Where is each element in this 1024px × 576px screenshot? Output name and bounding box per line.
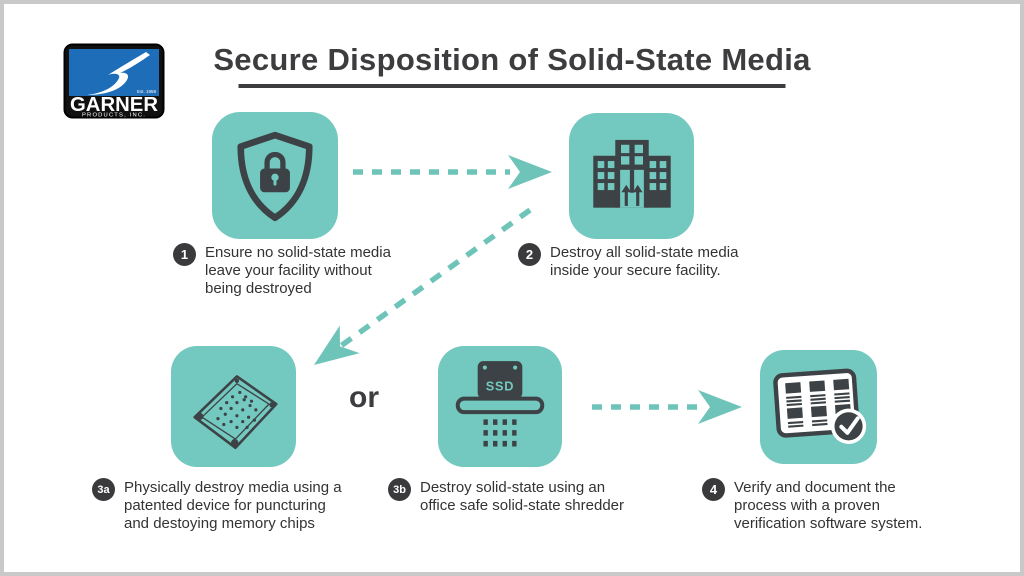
step3a-tile [171,346,296,467]
step1-text: Ensure no solid-state media leave your f… [205,244,391,297]
ssd-shredder-icon: SSD [455,360,545,451]
page-title: Secure Disposition of Solid-State Media [213,42,811,77]
garner-products-logo: Est. 1959 GARNER PRODUCTS, INC. [63,43,165,119]
punctured-circuit-board-icon [192,374,278,449]
entry-arrow-icon [620,184,631,206]
step4-text: Verify and document the process with a p… [734,479,923,532]
step4-caption: 4 Verify and document the process with a… [702,478,923,533]
logo-subtitle: PRODUCTS, INC. [82,113,146,119]
logo-established-text: Est. 1959 [137,89,157,94]
step1-number-badge: 1 [173,243,196,266]
entry-arrow-icon [632,184,643,206]
logo-swoosh [87,52,150,95]
logo-company-name: GARNER [70,94,159,116]
step4-tile [760,350,877,464]
step3b-tile: SSD [438,346,562,467]
step3b-caption: 3b Destroy solid-state using an office s… [388,478,625,515]
step2-number-badge: 2 [518,243,541,266]
verification-report-icon [772,368,866,444]
or-label: or [349,381,379,414]
step1-tile [212,112,338,239]
arrow-step3b-to-step4 [592,390,742,424]
step3b-number-badge: 3b [388,478,411,501]
step1-caption: 1 Ensure no solid-state media leave your… [173,243,391,298]
step2-text: Destroy all solid-state media inside you… [550,244,739,279]
shield-lock-icon [237,131,313,221]
ssd-label: SSD [486,378,515,393]
step4-number-badge: 4 [702,478,725,501]
arrow-step2-to-step3a [314,207,532,365]
step2-caption: 2 Destroy all solid-state media inside y… [518,243,739,280]
shredded-strips [483,418,517,451]
step3b-text: Destroy solid-state using an office safe… [420,479,625,514]
step3a-text: Physically destroy media using a patente… [124,479,342,532]
arrow-step1-to-step2 [353,155,552,189]
building-icon [592,139,671,208]
checkmark-icon [838,416,860,435]
title-underline [238,84,786,88]
step3a-number-badge: 3a [92,478,115,501]
step3a-caption: 3a Physically destroy media using a pate… [92,478,342,533]
step2-tile [569,113,694,239]
